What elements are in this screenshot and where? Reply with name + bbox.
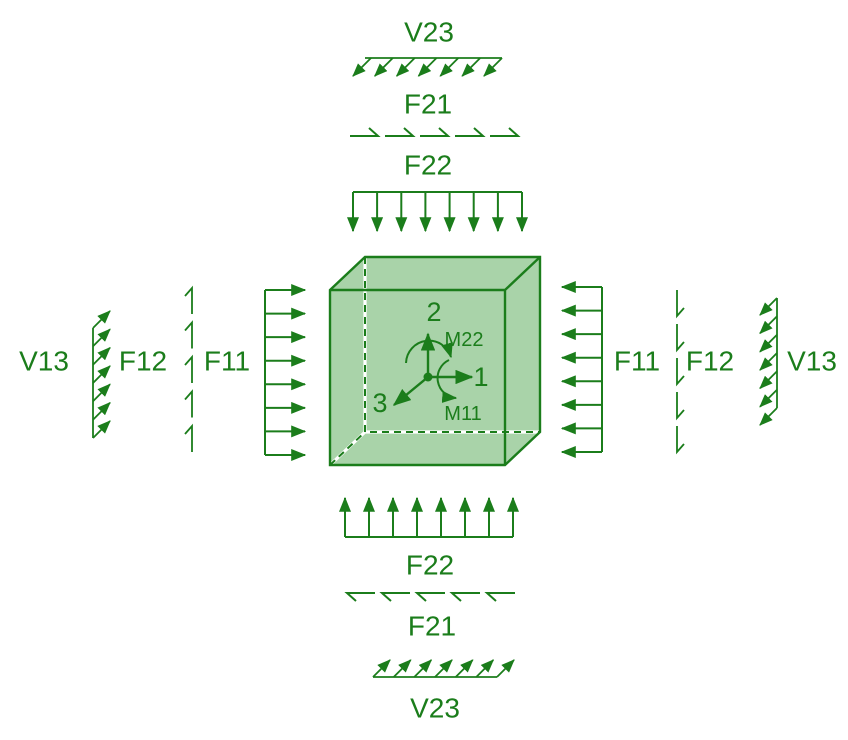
f11-right-distributed-arrows [560,281,603,458]
shear-arrow [92,328,111,347]
shear-arrow [92,401,111,421]
f22-bottom-distributed-arrows [339,496,519,538]
shear-arrow [393,659,412,678]
v23-bottom-hatch-arrows [372,659,515,678]
m11-moment-arc [436,359,458,403]
v13-right-hatch-arrows [759,297,778,426]
label-f21-bottom: F21 [408,611,456,642]
label-f11-left: F11 [204,346,250,377]
cube-fill [330,257,540,465]
shear-arrow [759,334,778,353]
label-f12-left: F12 [119,346,167,377]
label-m22: M22 [445,329,484,351]
shear-arrow [92,365,111,384]
label-f22-bottom: F22 [406,550,454,581]
shell-element-cube: 2 1 3 M22 M11 [328,255,542,467]
label-v23-bottom: V23 [410,693,460,724]
f21-bottom-half-arrows [344,592,515,602]
shear-arrow [352,57,372,77]
shear-arrow [759,297,778,316]
local-axes: 2 1 3 M22 M11 [372,297,488,425]
f12-right-half-arrows [676,290,685,455]
shear-arrow [92,346,111,366]
left-loads: V13 F12 F11 [19,284,307,461]
cube-hidden-edges [329,257,540,466]
m22-moment-arc [405,339,453,364]
shear-arrow [461,57,481,77]
shear-arrow [439,57,459,77]
label-v13-right: V13 [787,346,837,377]
f11-left-distributed-arrows [264,284,307,461]
label-f12-right: F12 [686,346,734,377]
top-loads: V23 F21 F22 [347,17,528,233]
label-m11: M11 [444,403,481,425]
shear-arrow [483,57,503,77]
shear-arrow [759,352,778,371]
label-axis-1: 1 [473,362,488,392]
shear-arrow [92,420,111,439]
label-axis-2: 2 [426,297,441,327]
shear-arrow [92,383,111,402]
shear-arrow [759,407,778,426]
f12-left-half-arrows [184,285,193,452]
v23-top-hatch-arrows [352,57,503,77]
cube-outline [328,255,542,467]
shear-arrow [417,57,438,77]
axis-3-arrow [392,376,429,406]
label-f21-top: F21 [404,89,452,120]
shear-arrow [372,659,391,678]
cube-front-edges [330,256,541,465]
v13-left-hatch-arrows [92,310,111,439]
label-f11-right: F11 [614,346,660,377]
shear-arrow [496,659,515,678]
shear-arrow [475,659,495,678]
shear-arrow [759,315,778,335]
shear-arrow [374,57,394,77]
shear-arrow [413,659,433,678]
label-v13-left: V13 [19,346,69,377]
bottom-loads: F22 F21 V23 [339,496,519,724]
shear-arrow [759,370,778,390]
label-f22-top: F22 [404,150,452,181]
f22-top-distributed-arrows [347,191,528,233]
shear-arrow [759,389,778,408]
shear-arrow [455,659,474,678]
shear-arrow [395,57,416,77]
right-loads: F11 F12 V13 [560,281,837,458]
shear-arrow [434,659,453,678]
shear-arrow [92,310,111,329]
label-v23-top: V23 [404,17,454,48]
label-axis-3: 3 [372,388,387,418]
f21-top-half-arrows [350,127,521,137]
